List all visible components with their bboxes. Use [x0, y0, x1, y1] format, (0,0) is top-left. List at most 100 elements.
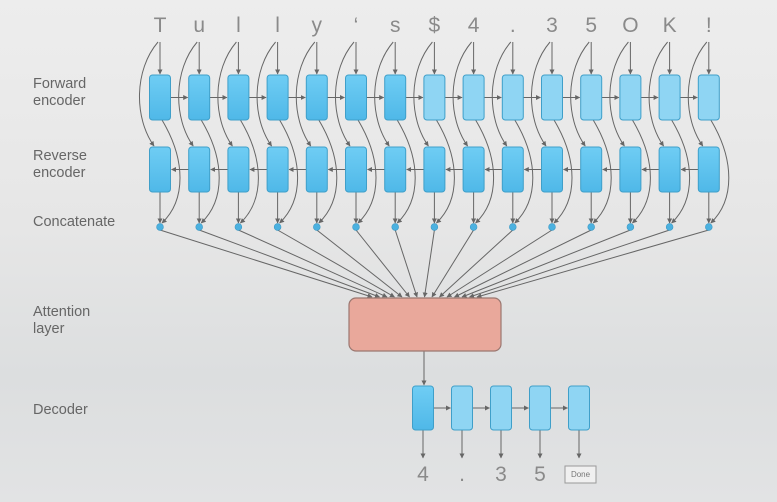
concat-to-attention-arrow [355, 229, 410, 298]
forward-encoder-block [188, 74, 211, 121]
concat-dot [509, 223, 517, 231]
input-to-reverse-arrow [374, 41, 394, 147]
input-to-reverse-arrow [295, 41, 316, 147]
concat-to-attention-arrow [461, 229, 631, 298]
input-char: T [154, 14, 167, 37]
concat-dot [587, 223, 595, 231]
concat-to-attention-arrow [431, 229, 475, 298]
concat-dot [626, 223, 635, 231]
input-char: ! [706, 14, 712, 37]
forward-encoder-block [266, 74, 289, 121]
concat-dot [665, 223, 674, 231]
concat-dot [430, 223, 439, 231]
input-char: 4 [468, 14, 480, 37]
input-to-reverse-arrow [570, 41, 590, 147]
input-char: O [622, 14, 638, 37]
forward-encoder-block [423, 74, 446, 121]
input-char: y [312, 14, 323, 37]
input-char: ‘ [354, 14, 359, 37]
output-char: 4 [417, 463, 429, 486]
concat-to-attention-arrow [439, 229, 514, 298]
concat-dot [705, 223, 713, 231]
forward-encoder-block [658, 74, 681, 121]
reverse-encoder-block [149, 146, 171, 193]
reverse-encoder-block [227, 146, 250, 193]
done-box [564, 465, 597, 484]
input-to-reverse-arrow [687, 41, 708, 147]
forward-to-concat-arrow [357, 119, 377, 224]
forward-encoder-block [619, 74, 642, 121]
reverse-encoder-block [580, 146, 603, 193]
reverse-encoder-block [462, 146, 485, 193]
concat-to-attention-arrow [476, 229, 709, 299]
reverse-encoder-block [266, 146, 289, 193]
forward-to-concat-arrow [279, 119, 298, 224]
connection-lines [138, 41, 730, 459]
reverse-encoder-block [619, 146, 642, 193]
decoder-block [529, 385, 551, 431]
concat-to-attention-arrow [394, 229, 418, 298]
forward-to-concat-arrow [318, 119, 338, 224]
forward-encoder-block [541, 74, 563, 121]
input-char: u [193, 14, 205, 37]
forward-to-concat-arrow [161, 119, 181, 224]
forward-encoder-label: Forward encoder [33, 76, 87, 109]
done-label: Done [571, 470, 591, 479]
input-to-reverse-arrow [217, 41, 237, 147]
concat-dot [195, 223, 203, 231]
forward-to-concat-arrow [475, 119, 494, 224]
input-to-reverse-arrow [256, 41, 276, 147]
concat-to-attention-arrow [277, 229, 395, 298]
forward-encoder-block [501, 74, 524, 121]
decoder-block [412, 385, 434, 431]
forward-to-concat-arrow [631, 119, 651, 224]
output-char: 5 [534, 463, 546, 486]
concat-dot [548, 223, 556, 231]
attention-layer-label: Attention layer [33, 304, 91, 337]
input-char: s [390, 14, 401, 37]
input-to-reverse-arrow [530, 41, 551, 147]
reverse-encoder-block [501, 146, 524, 193]
forward-encoder-block [384, 74, 407, 121]
forward-encoder-block [149, 74, 171, 121]
reverse-encoder-block [305, 146, 328, 193]
input-to-reverse-arrow [491, 41, 512, 147]
forward-encoder-block [697, 74, 720, 121]
forward-to-concat-arrow [592, 119, 612, 224]
input-to-reverse-arrow [452, 41, 472, 147]
decoder-label: Decoder [33, 402, 88, 418]
input-char: 5 [585, 14, 597, 37]
input-char: $ [429, 14, 441, 37]
concat-to-attention-arrow [469, 229, 670, 298]
concat-dot [352, 223, 360, 231]
reverse-encoder-block [423, 146, 446, 193]
concat-dot [469, 223, 478, 231]
concat-to-attention-arrow [316, 229, 403, 298]
concatenate-label: Concatenate [33, 214, 116, 230]
input-char: 3 [546, 14, 558, 37]
forward-to-concat-arrow [553, 119, 573, 224]
forward-to-concat-arrow [671, 119, 690, 224]
input-to-reverse-arrow [609, 41, 629, 147]
decoder-block [490, 385, 512, 431]
reverse-encoder-label: Reverse encoder [33, 148, 87, 181]
forward-to-concat-arrow [239, 119, 259, 224]
input-to-reverse-arrow [138, 41, 159, 147]
input-char: l [236, 14, 241, 37]
output-char: 3 [495, 463, 507, 486]
forward-to-concat-arrow [435, 119, 455, 224]
forward-encoder-block [345, 74, 367, 121]
concat-dot [234, 223, 243, 231]
reverse-encoder-block [697, 146, 720, 193]
concat-to-attention-arrow [238, 229, 388, 298]
forward-to-concat-arrow [396, 119, 416, 224]
reverse-encoder-block [541, 146, 563, 193]
forward-to-concat-arrow [200, 119, 220, 224]
forward-encoder-block [580, 74, 603, 121]
forward-to-concat-arrow [514, 119, 534, 224]
output-char: . [459, 463, 465, 486]
concat-to-attention-arrow [199, 229, 380, 298]
concat-dot [391, 223, 399, 231]
